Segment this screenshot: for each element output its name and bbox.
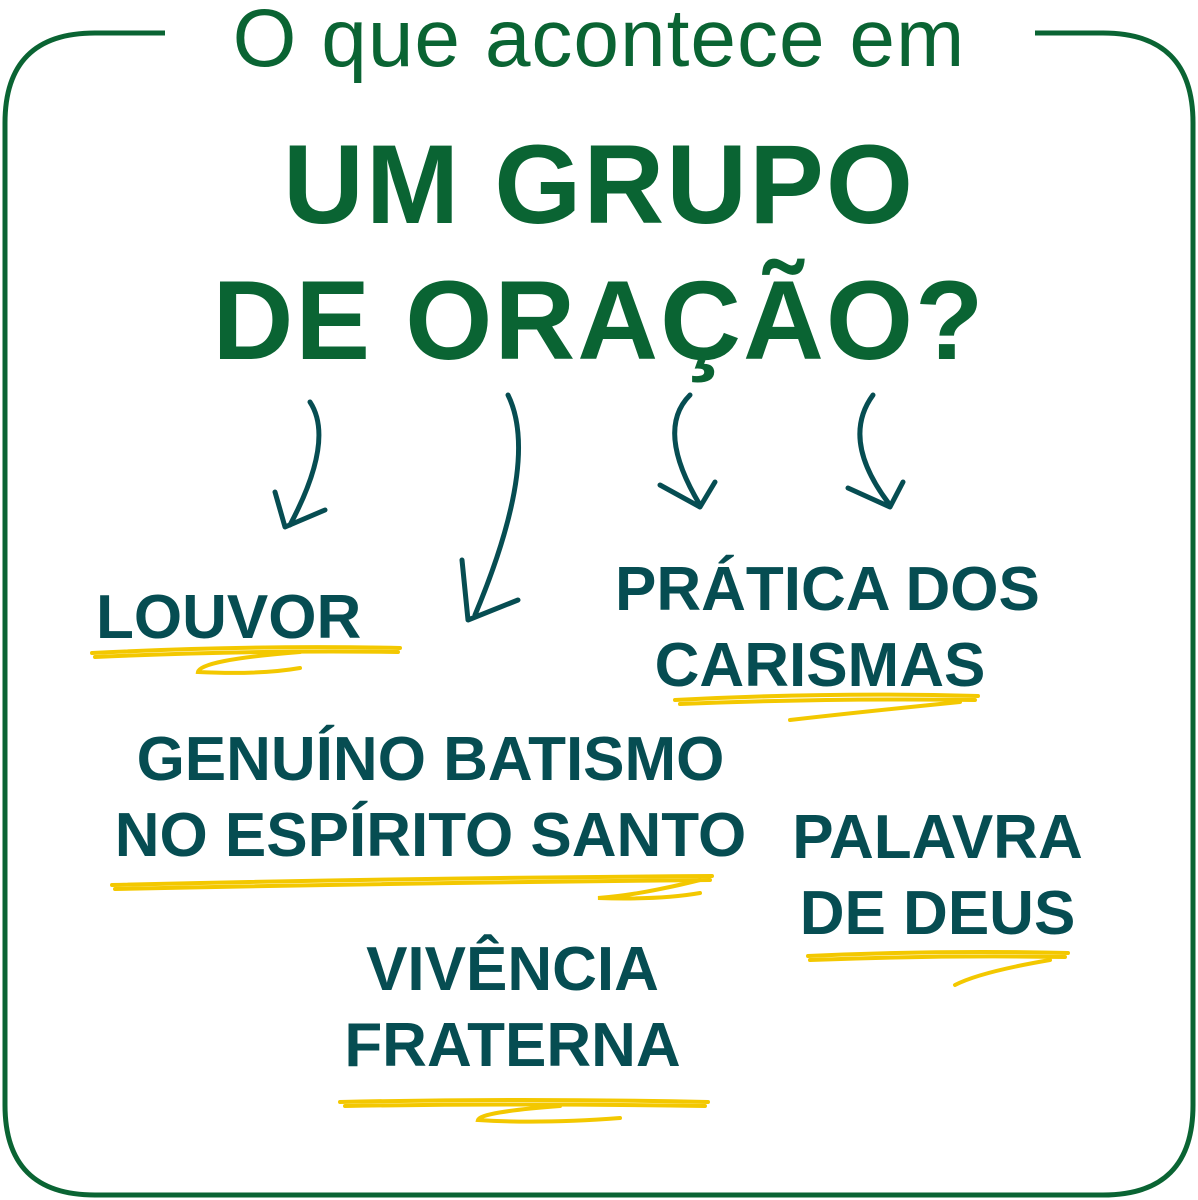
title-line-1: UM GRUPO — [283, 122, 915, 247]
underline-deus — [806, 950, 1070, 987]
item-label: PRÁTICA DOS — [615, 555, 1040, 624]
item-carismas: PRÁTICA DOS CARISMAS — [615, 552, 1040, 704]
underline-espirito — [110, 874, 714, 901]
item-label: LOUVOR — [96, 583, 362, 652]
item-label: VIVÊNCIA — [366, 935, 659, 1004]
item-batismo: GENUÍNO BATISMO NO ESPÍRITO SANTO — [108, 722, 753, 874]
item-label: DE DEUS — [799, 879, 1076, 948]
item-palavra: PALAVRA DE DEUS — [790, 800, 1085, 952]
item-label: NO ESPÍRITO SANTO — [114, 801, 747, 870]
item-louvor: LOUVOR — [96, 580, 361, 656]
underline-carismas — [673, 692, 980, 722]
item-label: FRATERNA — [344, 1011, 681, 1080]
subtitle: O que acontece em — [232, 0, 966, 84]
underline-fraterna — [338, 1098, 710, 1124]
arrow-icon — [657, 392, 718, 510]
arrow-icon — [845, 392, 906, 510]
item-label: PALAVRA — [792, 803, 1083, 872]
frame-border — [2, 30, 1196, 1198]
arrow-icon — [459, 392, 522, 623]
item-label: CARISMAS — [654, 631, 986, 700]
title-line-2: DE ORAÇÃO? — [212, 258, 986, 383]
underline-louvor — [90, 645, 402, 675]
item-fraterna: VIVÊNCIA FRATERNA — [340, 932, 685, 1084]
arrow-icon — [272, 399, 328, 530]
item-label: GENUÍNO BATISMO — [136, 725, 725, 794]
